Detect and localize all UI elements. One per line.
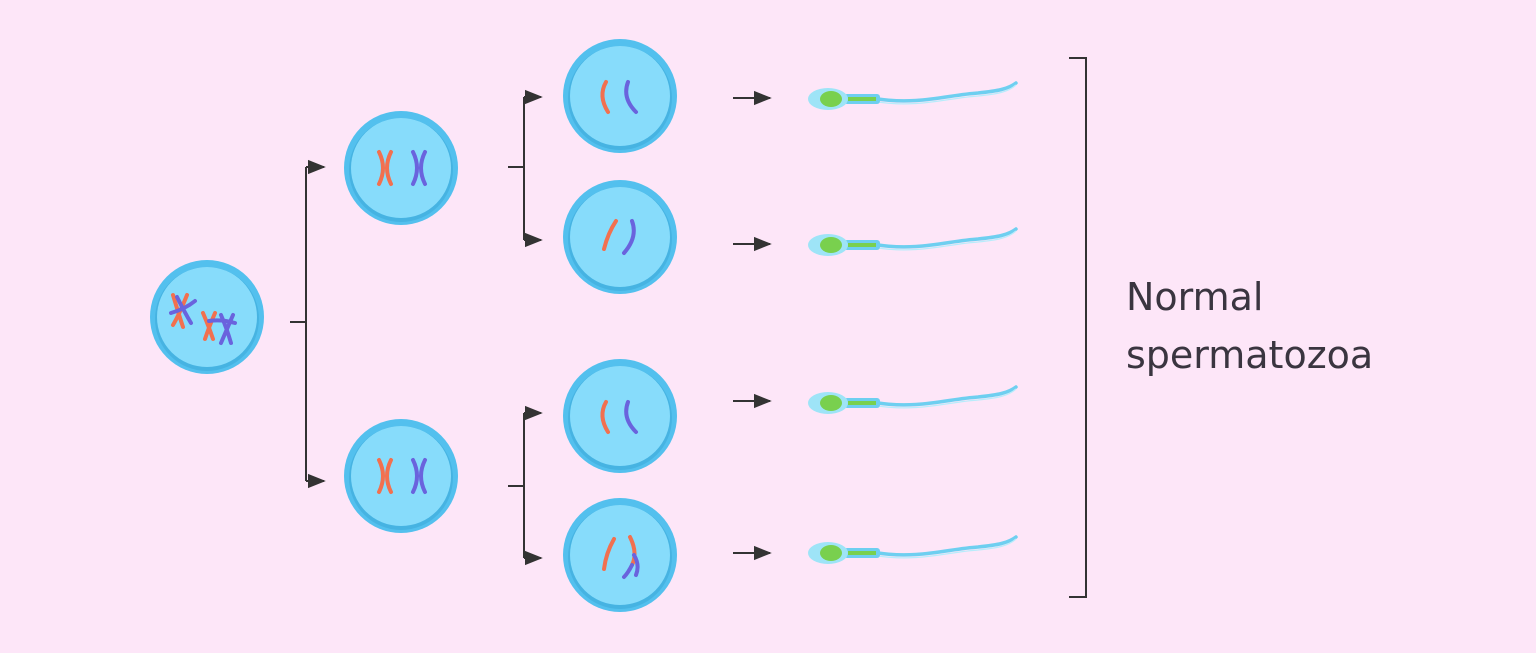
chromosome-pair — [377, 150, 427, 186]
sperm-midpiece-core — [848, 97, 876, 101]
sperm-tail-highlight — [877, 84, 1017, 105]
sperm-midpiece-core — [848, 551, 876, 555]
spermatid-4 — [563, 498, 677, 612]
sperm-tail-highlight — [877, 388, 1017, 409]
chromatid-set — [602, 219, 636, 255]
spermatozoon-1 — [808, 81, 1018, 110]
sperm-nucleus — [820, 237, 842, 253]
chromatid-set — [602, 535, 640, 579]
chromosome-pair — [169, 293, 237, 345]
caption-line-1: Normal — [1126, 275, 1264, 319]
chromatid-set — [600, 400, 638, 434]
spermatozoon-3 — [808, 385, 1018, 414]
spermatid-3 — [563, 359, 677, 473]
sperm-nucleus — [820, 545, 842, 561]
sperm-tail — [876, 535, 1018, 557]
sperm-tail — [876, 227, 1018, 249]
sperm-nucleus — [820, 395, 842, 411]
primary-spermatocyte — [150, 260, 264, 374]
spermatid-1 — [563, 39, 677, 153]
sperm-tail-highlight — [877, 538, 1017, 559]
secondary-spermatocyte-bottom — [344, 419, 458, 533]
spermatozoon-4 — [808, 535, 1018, 564]
sperm-tail — [876, 81, 1018, 103]
sperm-nucleus — [820, 91, 842, 107]
sperm-tail-highlight — [877, 230, 1017, 251]
spermatid-2 — [563, 180, 677, 294]
secondary-spermatocyte-top — [344, 111, 458, 225]
chromatid-set — [600, 80, 638, 114]
connector-lines — [290, 57, 1087, 598]
sperm-midpiece-core — [848, 243, 876, 247]
caption-line-2: spermatozoa — [1126, 333, 1373, 377]
spermatozoa-bracket — [1069, 57, 1087, 598]
sperm-midpiece-core — [848, 401, 876, 405]
chromosome-pair — [377, 458, 427, 494]
spermatozoon-2 — [808, 227, 1018, 256]
sperm-tail — [876, 385, 1018, 407]
